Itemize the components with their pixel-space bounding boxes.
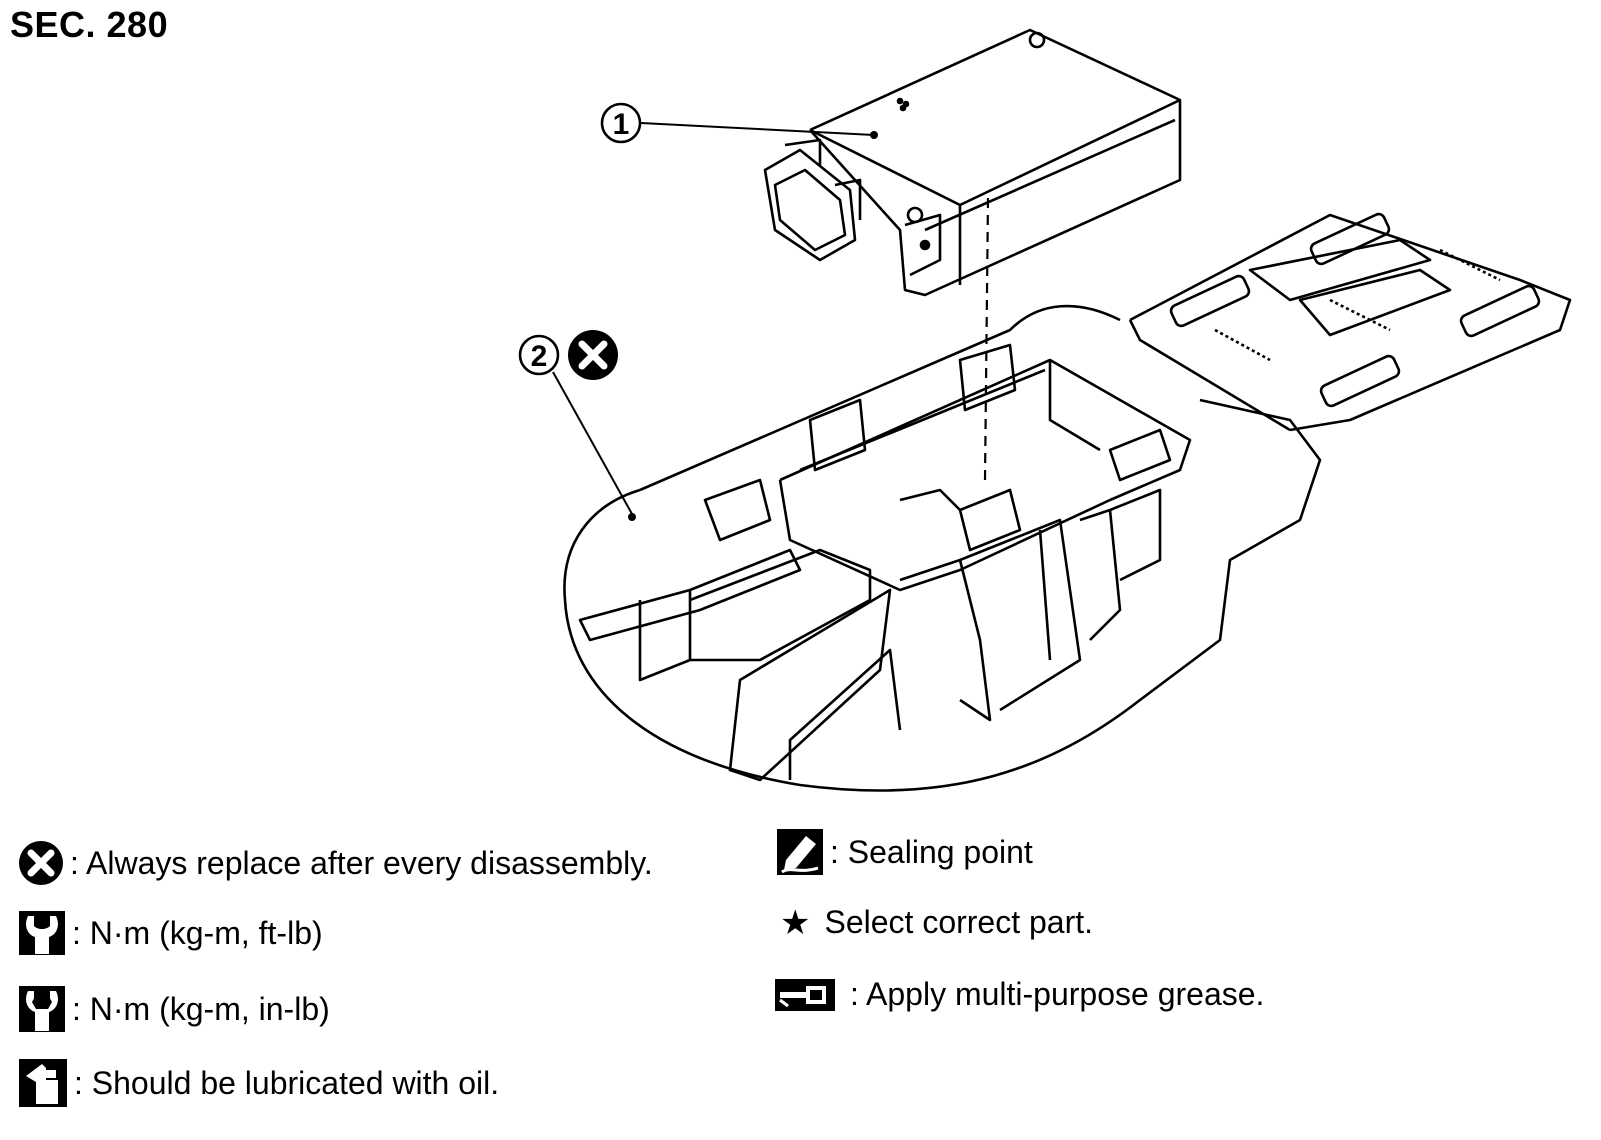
- legend-sealing-text: : Sealing point: [830, 833, 1033, 870]
- legend-select: ★ Select correct part.: [780, 904, 1093, 941]
- legend-torque-ft-text: : N·m (kg-m, ft-lb): [72, 914, 323, 951]
- control-module-part: [763, 28, 1182, 297]
- replace-x-icon: [568, 330, 618, 380]
- exploded-view-diagram: 1 2: [518, 28, 1572, 792]
- legend-torque-ft: : N·m (kg-m, ft-lb): [18, 910, 323, 956]
- sealant-tube-icon: [777, 829, 823, 875]
- legend-grease: : Apply multi-purpose grease.: [774, 976, 1264, 1013]
- replace-x-icon: [19, 841, 63, 885]
- callout-1-number: 1: [613, 108, 630, 141]
- callout-2: 2: [518, 330, 636, 521]
- wrench-torque-small-icon: [19, 986, 65, 1032]
- legend-torque-in-text: : N·m (kg-m, in-lb): [72, 990, 330, 1027]
- legend-torque-in: : N·m (kg-m, in-lb): [18, 985, 330, 1033]
- legend-oil-text: : Should be lubricated with oil.: [74, 1064, 500, 1101]
- section-number: SEC. 280: [10, 4, 169, 45]
- wrench-torque-icon: [19, 911, 65, 955]
- callout-1: 1: [600, 102, 878, 144]
- legend-grease-text: : Apply multi-purpose grease.: [850, 976, 1265, 1012]
- legend-oil: : Should be lubricated with oil.: [18, 1058, 499, 1108]
- grease-gun-icon: [775, 978, 835, 1011]
- oil-can-icon: [19, 1059, 67, 1107]
- legend-sealing: : Sealing point: [776, 828, 1033, 876]
- bracket-part: [563, 212, 1572, 792]
- callout-2-number: 2: [531, 340, 548, 373]
- legend-replace: : Always replace after every disassembly…: [18, 840, 653, 886]
- star-icon: ★: [780, 903, 811, 942]
- legend-replace-text: : Always replace after every disassembly…: [70, 844, 653, 881]
- legend-select-text: Select correct part.: [824, 904, 1094, 940]
